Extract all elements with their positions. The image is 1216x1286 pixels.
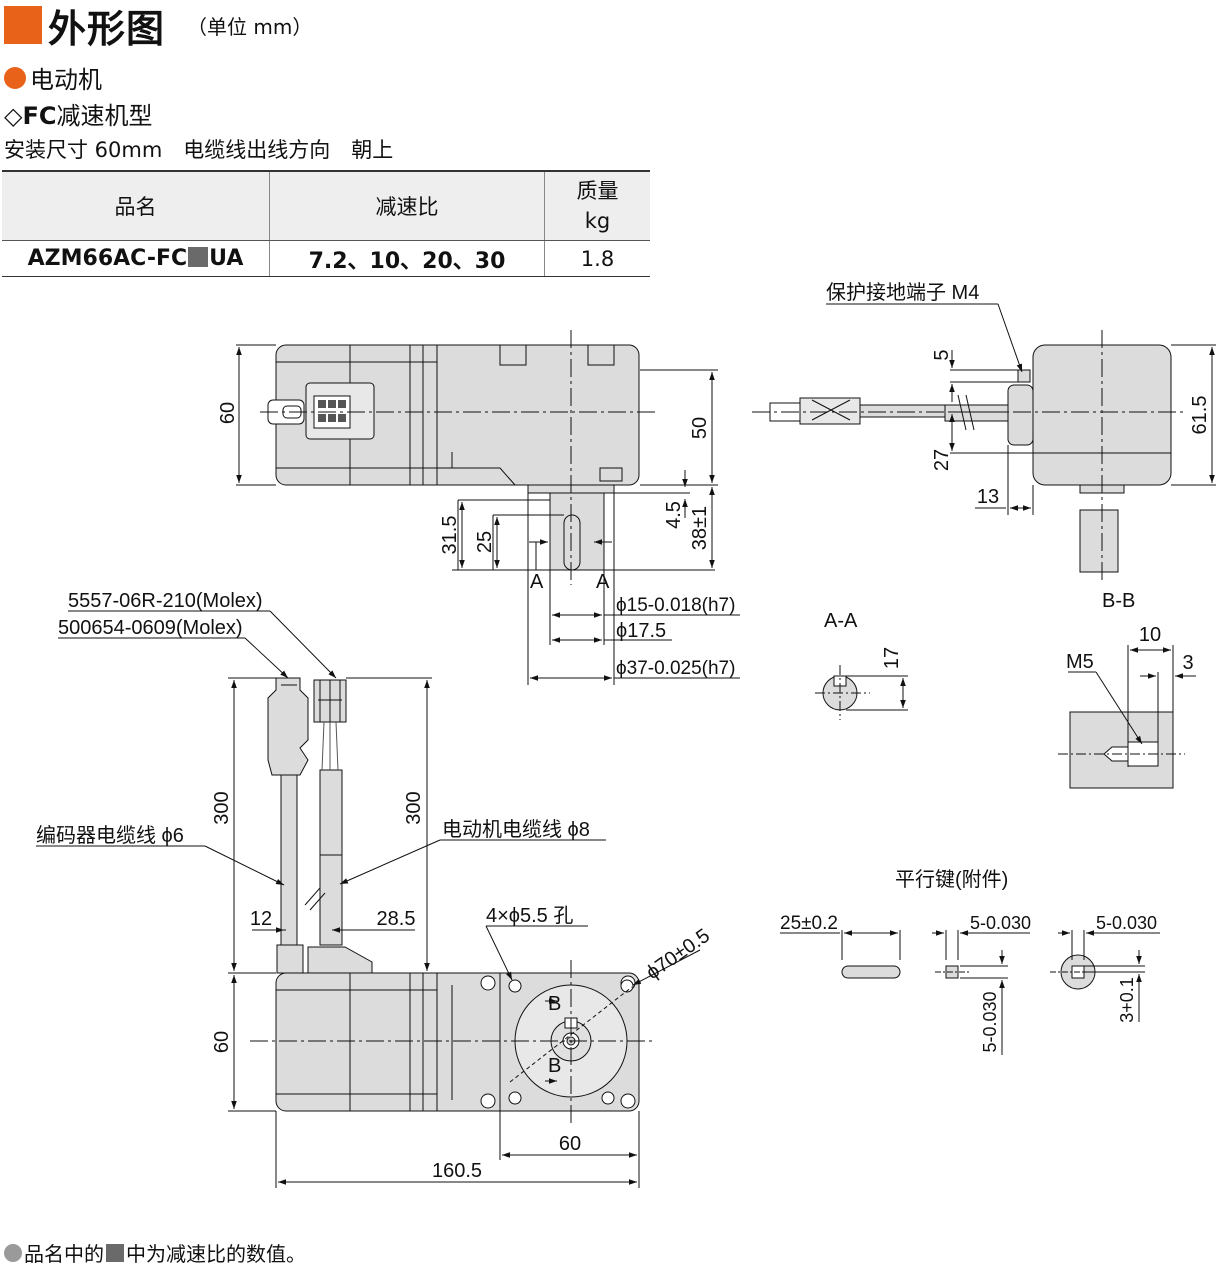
section-a-right: A bbox=[596, 571, 610, 593]
placeholder-square-icon bbox=[106, 1243, 124, 1262]
section-a-left: A bbox=[530, 571, 544, 593]
table-header-row: 品名 减速比 质量 kg bbox=[2, 170, 650, 241]
dim-300-right: 300 bbox=[403, 791, 425, 824]
front-view bbox=[250, 677, 655, 1125]
parallel-key bbox=[780, 930, 1160, 1055]
section-bb-label: B-B bbox=[1102, 590, 1135, 612]
cell-ratio: 7.2、10、20、30 bbox=[269, 240, 545, 277]
dim-phi37: ϕ37-0.025(h7) bbox=[616, 658, 735, 679]
name-suffix: UA bbox=[209, 246, 244, 271]
encoder-cable-label: 编码器电缆线 ϕ6 bbox=[36, 824, 184, 847]
dim-17: 17 bbox=[881, 647, 903, 669]
dim-60-top: 60 bbox=[217, 402, 239, 424]
key-label: 平行键(附件) bbox=[895, 868, 1008, 891]
dim-50: 50 bbox=[689, 417, 711, 439]
type-code: FC bbox=[22, 102, 57, 130]
key-dim-3: 3+0.1 bbox=[1117, 977, 1137, 1023]
dim-27: 27 bbox=[931, 449, 953, 471]
section-type: ◇FC减速机型 bbox=[4, 96, 152, 131]
dim-28-5: 28.5 bbox=[377, 908, 416, 930]
side-view bbox=[752, 330, 1185, 580]
section-a-a bbox=[815, 665, 908, 720]
dim-5: 5 bbox=[931, 349, 953, 360]
title-marker-icon bbox=[4, 6, 42, 44]
page-title: 外形图 bbox=[48, 6, 166, 51]
footnote: 品名中的 中为减速比的数值。 bbox=[4, 1238, 306, 1267]
bullet-dot-icon bbox=[4, 66, 26, 89]
footnote-before: 品名中的 bbox=[24, 1242, 104, 1266]
cell-name: AZM66AC-FC UA bbox=[2, 240, 270, 277]
connector-1-label: 5557-06R-210(Molex) bbox=[68, 590, 263, 612]
key-dim-5a: 5-0.030 bbox=[970, 913, 1031, 933]
col-ratio: 减速比 bbox=[269, 170, 545, 241]
motor-cable-label: 电动机电缆线 ϕ8 bbox=[442, 818, 590, 841]
key-dim-5c: 5-0.030 bbox=[980, 991, 1000, 1052]
gray-dot-icon bbox=[4, 1243, 22, 1262]
dim-4-5: 4.5 bbox=[663, 501, 685, 529]
key-dim-25: 25±0.2 bbox=[780, 913, 838, 934]
unit-note: （单位 mm） bbox=[187, 14, 313, 39]
dim-25: 25 bbox=[474, 531, 496, 553]
dim-10: 10 bbox=[1139, 624, 1161, 646]
diamond-icon: ◇ bbox=[4, 102, 23, 130]
dim-60-bottom: 60 bbox=[211, 1031, 233, 1053]
spec-table: 品名 减速比 质量 kg AZM66AC-FC UA 7.2、10、20、30 1… bbox=[2, 170, 650, 277]
dim-31-5: 31.5 bbox=[439, 516, 461, 555]
dim-300-left: 300 bbox=[211, 791, 233, 824]
d70-label: ϕ70±0.5 bbox=[642, 925, 714, 984]
top-view bbox=[260, 330, 655, 585]
footnote-after: 中为减速比的数值。 bbox=[126, 1242, 306, 1266]
dim-3: 3 bbox=[1182, 652, 1193, 674]
dim-phi15: ϕ15-0.018(h7) bbox=[616, 595, 735, 616]
col-name: 品名 bbox=[2, 170, 270, 241]
dim-phi17-5: ϕ17.5 bbox=[616, 620, 666, 642]
dim-38: 38±1 bbox=[689, 506, 711, 550]
section-b-bottom: B bbox=[548, 1055, 561, 1077]
dim-12: 12 bbox=[250, 908, 272, 930]
dim-13: 13 bbox=[977, 486, 999, 508]
key-dim-5b: 5-0.030 bbox=[1096, 913, 1157, 933]
dim-61-5: 61.5 bbox=[1189, 396, 1211, 435]
dim-60-flange: 60 bbox=[559, 1133, 581, 1155]
section-b-top: B bbox=[548, 993, 561, 1015]
holes-label: 4×ϕ5.5 孔 bbox=[486, 904, 573, 927]
page-title-row: 外形图 （单位 mm） bbox=[4, 2, 313, 51]
spec-line: 安装尺寸 60mm 电缆线出线方向 朝上 bbox=[4, 138, 394, 162]
dim-160-5: 160.5 bbox=[432, 1160, 482, 1182]
col-mass: 质量 kg bbox=[544, 170, 650, 241]
ground-terminal-label: 保护接地端子 M4 bbox=[826, 281, 979, 304]
table-row: AZM66AC-FC UA 7.2、10、20、30 1.8 bbox=[2, 240, 650, 277]
name-prefix: AZM66AC-FC bbox=[27, 246, 188, 271]
type-label: 减速机型 bbox=[56, 102, 153, 130]
section-motor-label: 电动机 bbox=[30, 66, 102, 94]
section-b-b bbox=[1058, 645, 1196, 789]
section-aa-label: A-A bbox=[824, 610, 858, 632]
placeholder-square-icon bbox=[188, 247, 209, 267]
section-motor: 电动机 bbox=[4, 60, 102, 95]
connector-2-label: 500654-0609(Molex) bbox=[58, 617, 243, 639]
cell-mass: 1.8 bbox=[544, 240, 650, 277]
m5-label: M5 bbox=[1066, 651, 1094, 673]
